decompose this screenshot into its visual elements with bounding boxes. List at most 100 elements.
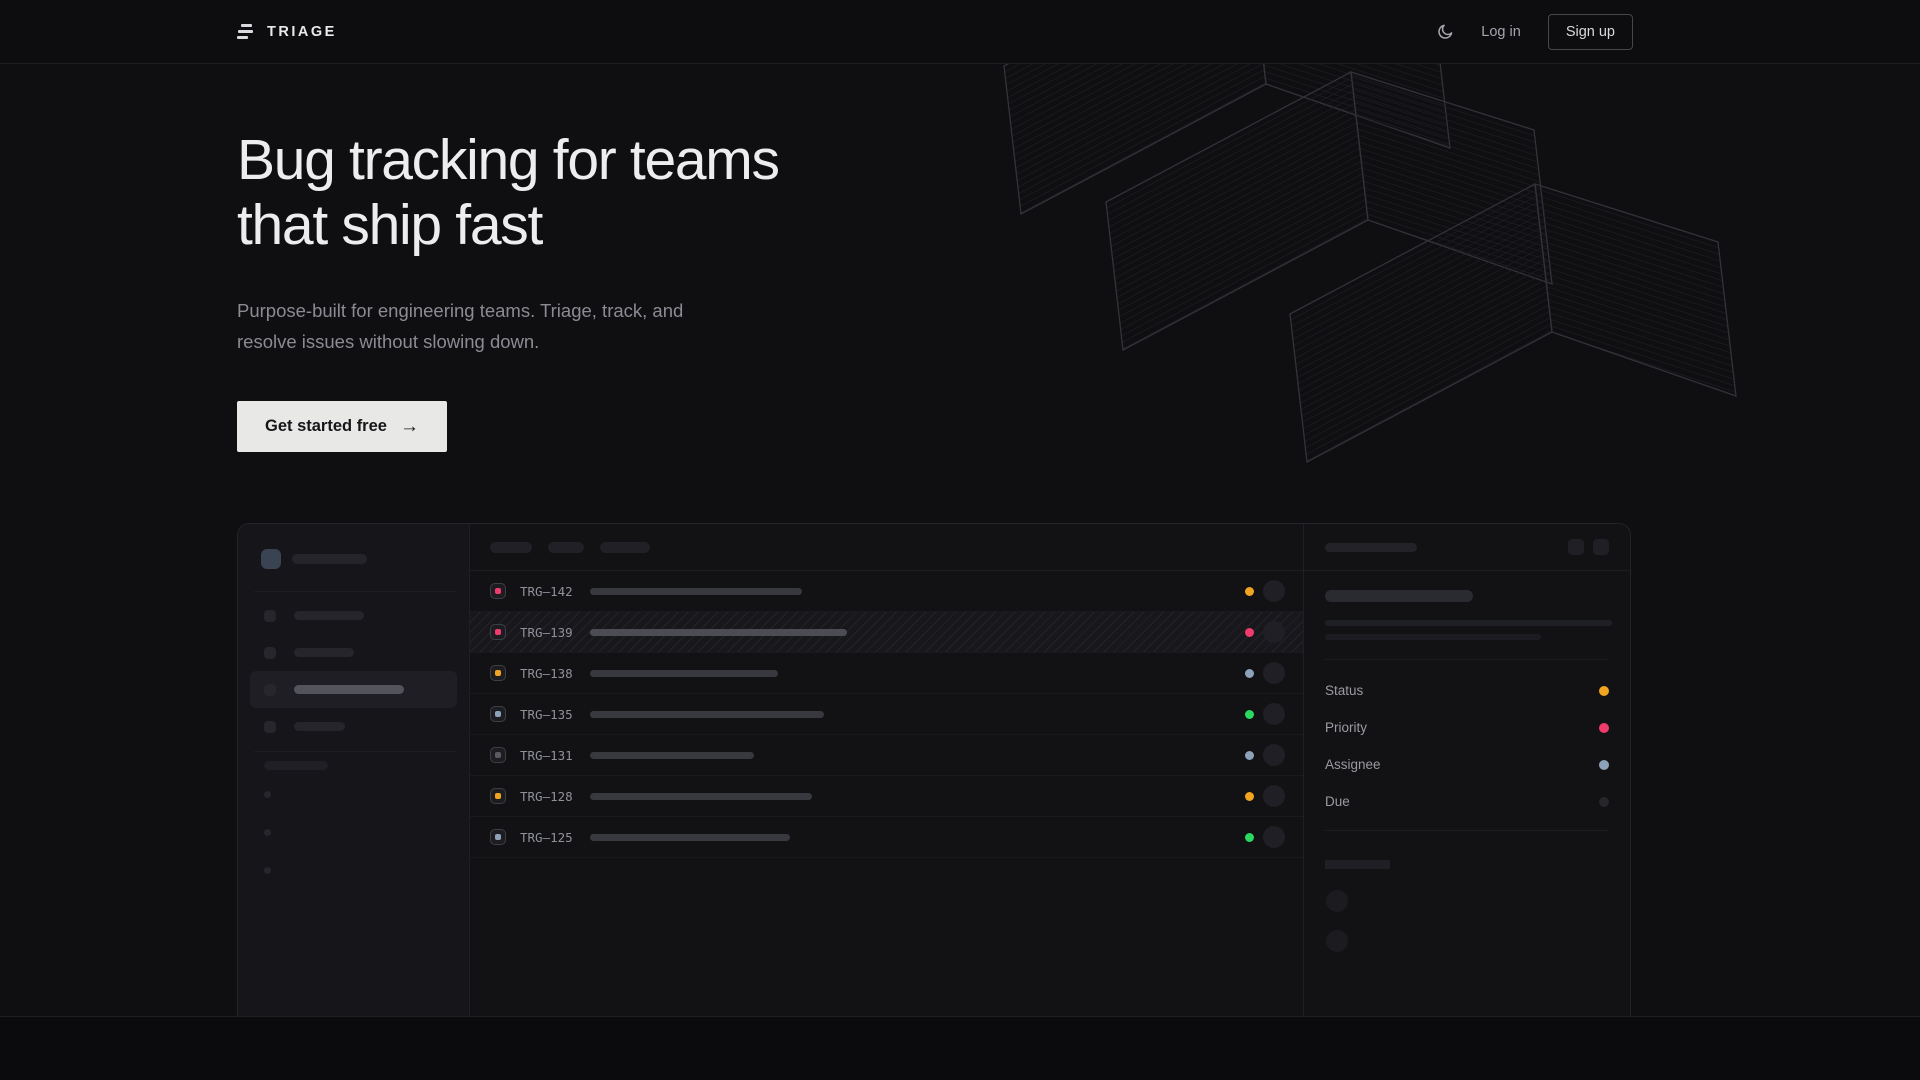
status-dot <box>1245 750 1254 760</box>
assignee-avatar <box>1263 580 1285 602</box>
detail-action-button-skeleton <box>1568 539 1584 555</box>
assignee-avatar <box>1263 826 1285 848</box>
next-section-band <box>0 1016 1920 1080</box>
hero-section: Bug tracking for teams that ship fast Pu… <box>0 64 1920 1016</box>
status-dot <box>1245 586 1254 596</box>
field-value-dot <box>1599 722 1609 733</box>
issue-id: TRG–131 <box>520 747 573 763</box>
field-label: Assignee <box>1325 757 1381 772</box>
sidebar-item-icon <box>264 646 276 659</box>
page-title: Bug tracking for teams that ship fast <box>237 128 780 258</box>
field-row: Due <box>1304 783 1630 820</box>
workspace-row <box>238 524 469 569</box>
view-tab-skeleton <box>490 541 532 553</box>
sidebar-item-icon <box>264 683 276 696</box>
issue-type-icon <box>490 706 506 722</box>
issue-row-selected: TRG–139 <box>470 612 1303 653</box>
app-preview-card: TRG–142 TRG–139 TRG–138 <box>237 523 1631 1016</box>
hero-subtitle: Purpose-built for engineering teams. Tri… <box>237 299 684 352</box>
sidebar-item-skeleton <box>294 685 404 694</box>
signup-button[interactable]: Sign up <box>1547 13 1633 50</box>
sidebar-item-icon <box>264 609 276 622</box>
detail-text-skeleton <box>1325 620 1612 626</box>
detail-breadcrumb-skeleton <box>1325 542 1417 552</box>
assignee-avatar <box>1263 744 1285 766</box>
issue-title-skeleton <box>590 710 824 718</box>
sidebar-item-skeleton <box>294 648 354 657</box>
field-value-dot <box>1599 759 1609 770</box>
detail-title-skeleton <box>1325 590 1473 602</box>
view-tab-skeleton <box>600 541 650 553</box>
issue-title-skeleton <box>590 587 802 595</box>
sidebar-item-skeleton <box>294 722 345 731</box>
get-started-button[interactable]: Get started free → <box>237 401 447 453</box>
detail-divider <box>1325 830 1609 831</box>
sidebar-item <box>250 597 457 634</box>
field-row: Status <box>1304 672 1630 709</box>
view-tab-skeleton <box>548 541 584 553</box>
status-dot <box>1245 668 1254 678</box>
assignee-avatar <box>1263 703 1285 725</box>
field-row: Priority <box>1304 709 1630 746</box>
issue-title-skeleton <box>590 669 778 677</box>
issue-id: TRG–142 <box>520 583 573 599</box>
login-link[interactable]: Log in <box>1481 23 1521 40</box>
issue-title-skeleton <box>590 751 754 759</box>
sidebar-item-icon <box>264 720 276 733</box>
issue-list-header <box>470 524 1303 571</box>
status-dot <box>1245 709 1254 719</box>
field-row: Assignee <box>1304 746 1630 783</box>
top-nav: TRIAGE Log in Sign up <box>0 0 1920 64</box>
comment-avatar-skeleton <box>1326 930 1348 952</box>
workspace-avatar <box>261 549 281 569</box>
issue-id: TRG–128 <box>520 788 573 804</box>
arrow-right-icon: → <box>399 415 419 437</box>
detail-action-button-skeleton <box>1593 539 1609 555</box>
issue-title-skeleton <box>590 833 790 841</box>
issue-list: TRG–142 TRG–139 TRG–138 <box>470 524 1303 1016</box>
status-dot <box>1245 832 1254 842</box>
sidebar-item-active <box>250 671 457 708</box>
issue-id: TRG–139 <box>520 624 573 640</box>
status-dot <box>1245 791 1254 801</box>
issue-title-skeleton <box>590 792 812 800</box>
issue-id: TRG–125 <box>520 829 573 845</box>
hero-copy: Bug tracking for teams that ship fast Pu… <box>237 128 780 453</box>
sidebar-item <box>250 708 457 745</box>
status-dot <box>1245 627 1254 637</box>
issue-id: TRG–135 <box>520 706 573 722</box>
issue-type-icon <box>490 624 506 640</box>
comment-avatar-skeleton <box>1326 890 1348 912</box>
sidebar-item-skeleton <box>294 611 364 620</box>
triage-logo-icon <box>237 24 254 39</box>
issue-detail-panel: Status Priority Assignee Due <box>1303 524 1630 1016</box>
issue-row: TRG–138 <box>470 653 1303 694</box>
brand-name: TRIAGE <box>267 23 337 40</box>
issue-type-icon <box>490 747 506 763</box>
sidebar-nav-items <box>238 597 469 745</box>
issue-type-icon <box>490 829 506 845</box>
issue-id: TRG–138 <box>520 665 573 681</box>
field-value-dot <box>1599 796 1609 807</box>
issue-row: TRG–131 <box>470 735 1303 776</box>
field-label: Status <box>1325 683 1364 698</box>
issue-type-icon <box>490 788 506 804</box>
issue-type-icon <box>490 583 506 599</box>
brand: TRIAGE <box>237 24 337 40</box>
field-label: Due <box>1325 794 1350 809</box>
issue-row: TRG–128 <box>470 776 1303 817</box>
issue-row: TRG–135 <box>470 694 1303 735</box>
preview-sidebar <box>238 524 470 1016</box>
title-line-1: Bug tracking for teams <box>237 128 780 192</box>
sidebar-dot-list <box>264 791 469 874</box>
nav-actions: Log in Sign up <box>1436 13 1633 50</box>
detail-section-label-skeleton <box>1325 860 1390 869</box>
field-value-dot <box>1599 685 1609 696</box>
sidebar-divider <box>254 751 457 752</box>
sidebar-divider <box>254 591 457 592</box>
theme-toggle-button[interactable] <box>1436 23 1454 41</box>
detail-fields: Status Priority Assignee Due <box>1304 672 1630 820</box>
issue-title-skeleton <box>590 628 847 636</box>
assignee-avatar <box>1263 662 1285 684</box>
sidebar-section-label-skeleton <box>264 761 328 770</box>
